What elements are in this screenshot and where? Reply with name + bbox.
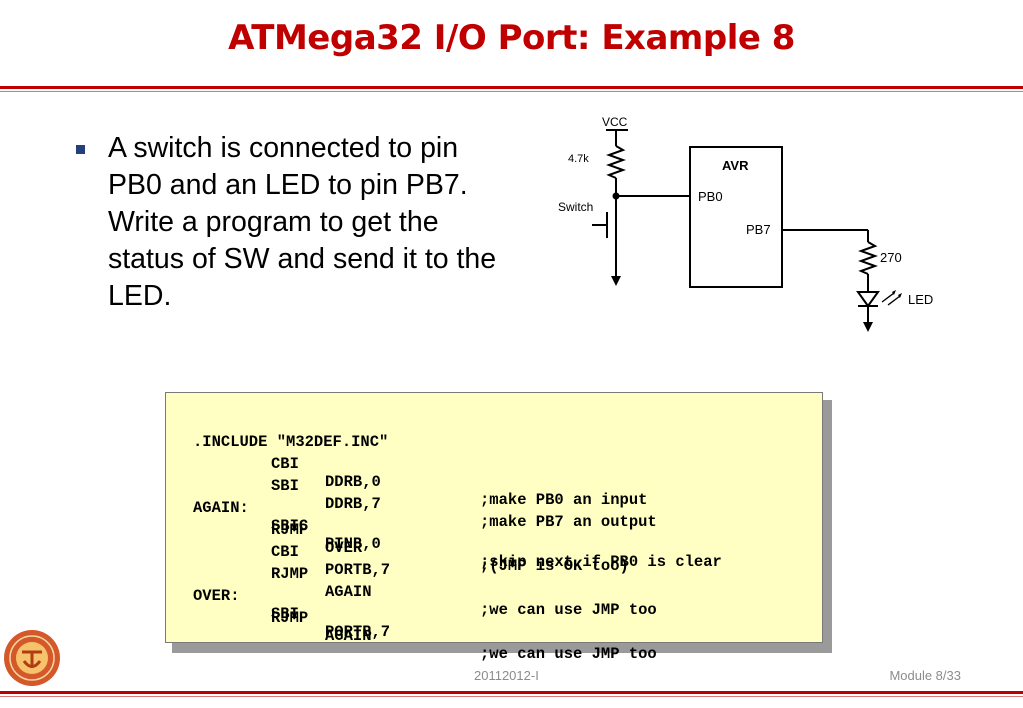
avr-chip bbox=[689, 146, 783, 288]
code-line: CBI DDRB,0 ;make PB0 an input bbox=[271, 455, 648, 509]
footer-date: 20112012-I bbox=[474, 668, 539, 683]
title-divider bbox=[0, 86, 1023, 89]
junction-dot bbox=[612, 192, 620, 200]
code-line: RJMP OVER ;(JMP is OK too) bbox=[271, 521, 629, 575]
circuit-diagram: VCC 4.7k Switch AVR PB0 PB7 270 LED bbox=[558, 115, 933, 332]
pullup-value: 4.7k bbox=[568, 153, 589, 165]
code-line: OVER: SBI PORTB,7 bbox=[193, 587, 391, 641]
led-resistor bbox=[858, 241, 878, 275]
code-line: AGAIN: SBIC PINB,0 ;skip next if PB0 is … bbox=[193, 499, 722, 571]
footer-divider-thin bbox=[0, 696, 1023, 697]
pin-pb7-label: PB7 bbox=[746, 222, 771, 237]
code-block: .INCLUDE "M32DEF.INC" CBI DDRB,0 ;make P… bbox=[165, 392, 823, 663]
code-line: CBI PORTB,7 bbox=[271, 543, 391, 579]
code-line: .INCLUDE "M32DEF.INC" bbox=[193, 433, 389, 451]
ground-arrow bbox=[611, 276, 621, 286]
footer-page-number: Module 8/33 bbox=[889, 668, 961, 683]
title-divider-thin bbox=[0, 91, 1023, 92]
pullup-resistor bbox=[606, 145, 626, 179]
university-seal-icon bbox=[4, 630, 60, 686]
bullet-square-icon bbox=[76, 145, 85, 154]
led-diode bbox=[856, 291, 880, 308]
code-line: SBI DDRB,7 ;make PB7 an output bbox=[271, 477, 657, 531]
chip-label: AVR bbox=[722, 158, 749, 173]
vcc-label: VCC bbox=[602, 115, 628, 129]
code-line: RJMP AGAIN ;we can use JMP too bbox=[271, 565, 657, 619]
switch-label: Switch bbox=[558, 200, 593, 214]
bullet-text: A switch is connected to pin PB0 and an … bbox=[108, 132, 497, 312]
footer-divider bbox=[0, 691, 1023, 694]
ground-arrow bbox=[863, 322, 873, 332]
led-resistor-value: 270 bbox=[880, 250, 902, 265]
pin-pb0-label: PB0 bbox=[698, 189, 723, 204]
slide-title: ATMega32 I/O Port: Example 8 bbox=[228, 18, 795, 58]
code-line: RJMP AGAIN ;we can use JMP too bbox=[271, 609, 657, 663]
led-label: LED bbox=[908, 292, 933, 307]
